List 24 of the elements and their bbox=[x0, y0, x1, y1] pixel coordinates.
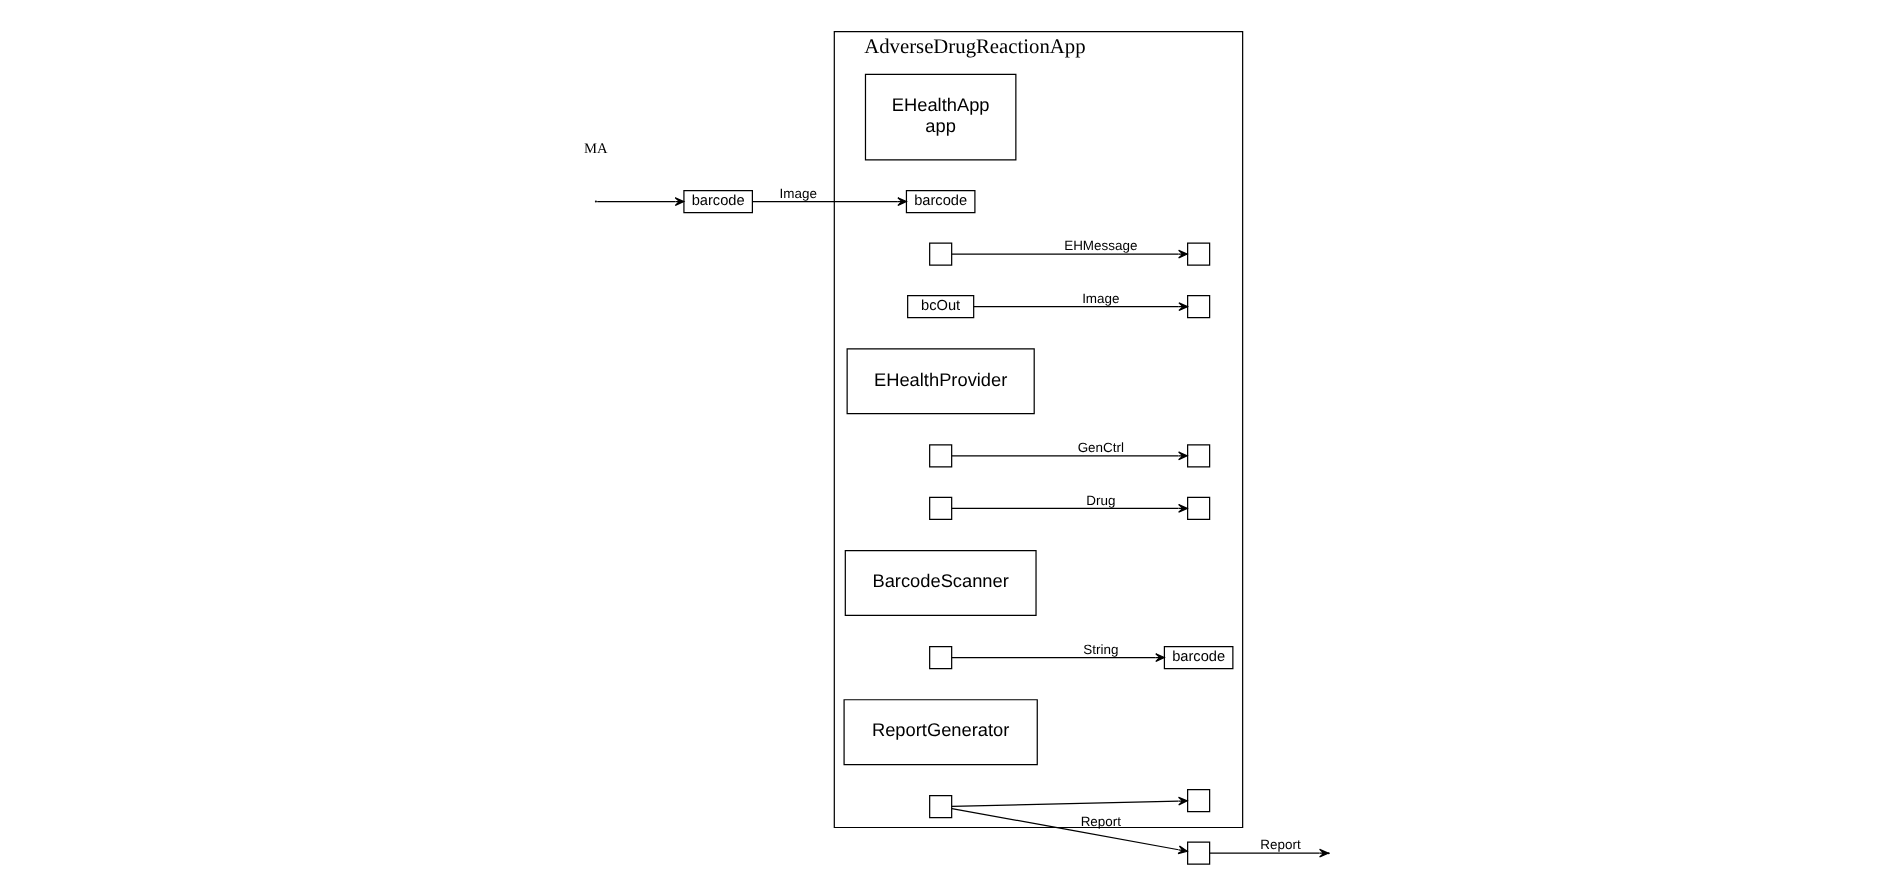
node-box bbox=[929, 242, 953, 266]
arrow bbox=[752, 197, 908, 206]
node-box bbox=[929, 795, 953, 819]
node-box bbox=[929, 496, 953, 520]
node-box: EHealthApp app bbox=[864, 73, 1017, 161]
node-box: ReportGenerator bbox=[843, 699, 1038, 766]
arrow bbox=[951, 807, 1188, 855]
arrow bbox=[973, 302, 1189, 312]
node-box bbox=[929, 645, 953, 670]
node-box bbox=[1187, 841, 1211, 865]
node-box: BarcodeScanner bbox=[844, 550, 1037, 616]
arrow bbox=[951, 249, 1188, 259]
node-box: EHealthProvider bbox=[846, 348, 1035, 415]
node-box bbox=[1187, 789, 1211, 813]
node-box bbox=[1187, 295, 1211, 319]
node-box bbox=[929, 444, 953, 468]
arrow bbox=[951, 503, 1188, 513]
node-box bbox=[1187, 444, 1211, 468]
arrow bbox=[951, 451, 1188, 461]
arrow bbox=[596, 200, 676, 203]
arrow bbox=[951, 796, 1188, 808]
node-box bbox=[1187, 242, 1211, 266]
arrow bbox=[951, 653, 1165, 663]
node-box bbox=[1187, 496, 1211, 520]
